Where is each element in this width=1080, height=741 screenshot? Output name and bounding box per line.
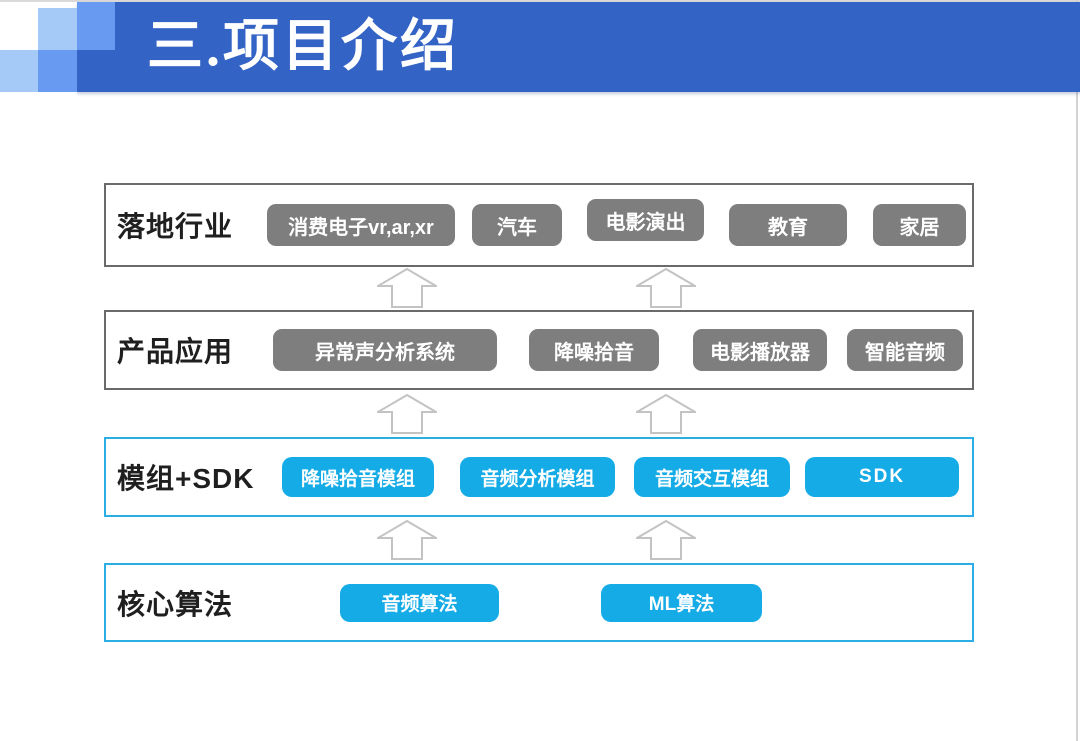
layer-label-algorithms: 核心算法 [117, 588, 234, 620]
pill-automotive: 汽车 [472, 204, 562, 246]
pill-abnormal-sound-analysis: 异常声分析系统 [273, 329, 497, 371]
decor-square-light-top [38, 8, 77, 50]
layer-box-industries: 落地行业 消费电子vr,ar,xr 汽车 电影演出 教育 家居 [104, 183, 974, 267]
up-arrow-icon [636, 268, 696, 308]
decor-square-medium-top [77, 2, 115, 50]
up-arrow-icon [377, 394, 437, 434]
up-arrow-icon [636, 520, 696, 560]
slide-title-bar: 三.项目介绍 [77, 2, 1080, 92]
layer-label-modules: 模组+SDK [117, 463, 255, 494]
layer-box-modules: 模组+SDK 降噪拾音模组 音频分析模组 音频交互模组 SDK [104, 437, 974, 517]
layer-box-algorithms: 核心算法 音频算法 ML算法 [104, 563, 974, 642]
pill-ml-algorithm: ML算法 [601, 583, 762, 622]
pill-movie-player: 电影播放器 [693, 329, 827, 371]
pill-consumer-electronics: 消费电子vr,ar,xr [267, 204, 455, 246]
pill-audio-analysis-module: 音频分析模组 [460, 457, 615, 497]
slide-edge-line-top [0, 0, 1080, 2]
page-title: 三.项目介绍 [147, 16, 459, 78]
pill-denoise-pickup-module: 降噪拾音模组 [282, 457, 434, 497]
pill-film-performance: 电影演出 [587, 199, 704, 241]
up-arrow-icon [377, 520, 437, 560]
slide-edge-line-right [1076, 0, 1078, 741]
pill-sdk: SDK [805, 457, 959, 497]
up-arrow-icon [377, 268, 437, 308]
layer-label-applications: 产品应用 [117, 336, 234, 367]
decor-square-light-bottom [0, 50, 38, 92]
pill-smart-audio: 智能音频 [847, 329, 963, 371]
layer-label-industries: 落地行业 [117, 211, 234, 242]
pill-audio-algorithm: 音频算法 [340, 583, 499, 622]
layer-box-applications: 产品应用 异常声分析系统 降噪拾音 电影播放器 智能音频 [104, 310, 974, 390]
pill-education: 教育 [729, 204, 847, 246]
pill-home: 家居 [873, 204, 966, 246]
pill-audio-interaction-module: 音频交互模组 [634, 457, 790, 497]
up-arrow-icon [636, 394, 696, 434]
pill-denoise-pickup: 降噪拾音 [529, 329, 659, 371]
decor-square-medium-bottom [38, 50, 77, 92]
